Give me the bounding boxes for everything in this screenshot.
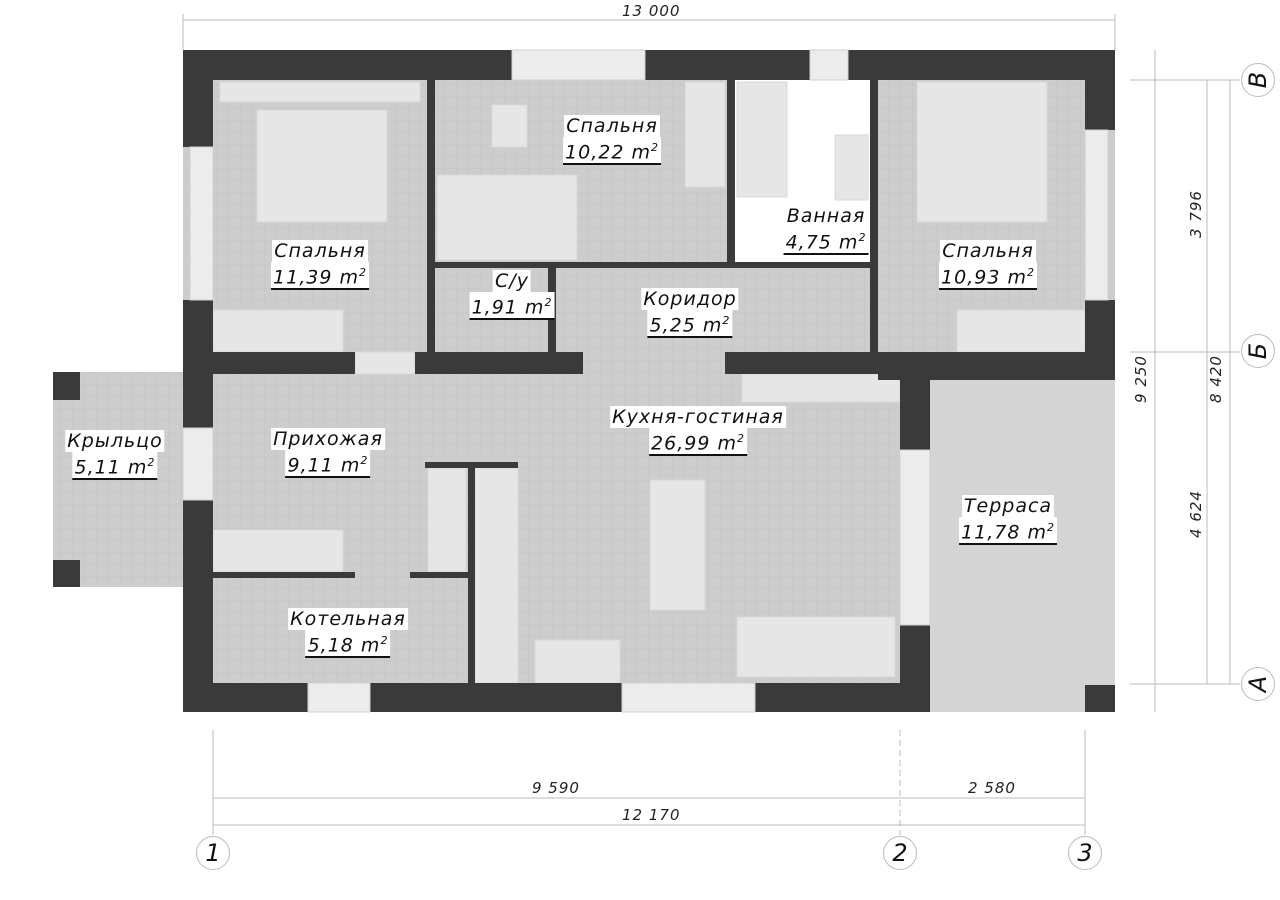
dim-bottom-left: 9 590 <box>532 779 580 797</box>
axis-marker-a: А <box>1241 667 1275 701</box>
dimension-lines <box>182 14 1240 835</box>
axis-marker-v: В <box>1241 63 1275 97</box>
dim-top: 13 000 <box>622 2 681 20</box>
dim-right-lower: 4 624 <box>1186 490 1205 538</box>
dim-bottom-total: 12 170 <box>622 806 681 824</box>
furniture <box>212 81 1086 684</box>
dim-bottom-right: 2 580 <box>968 779 1016 797</box>
terrace-floor <box>930 380 1115 712</box>
walls <box>183 50 1115 712</box>
axis-marker-3: 3 <box>1068 836 1102 870</box>
windows <box>182 49 1109 713</box>
axis-marker-1: 1 <box>196 836 230 870</box>
dim-right-axes: 8 420 <box>1206 355 1225 403</box>
dim-right-total: 9 250 <box>1131 355 1150 403</box>
axis-marker-2: 2 <box>883 836 917 870</box>
axis-marker-b: Б <box>1241 334 1275 368</box>
dim-right-upper: 3 796 <box>1186 190 1205 238</box>
